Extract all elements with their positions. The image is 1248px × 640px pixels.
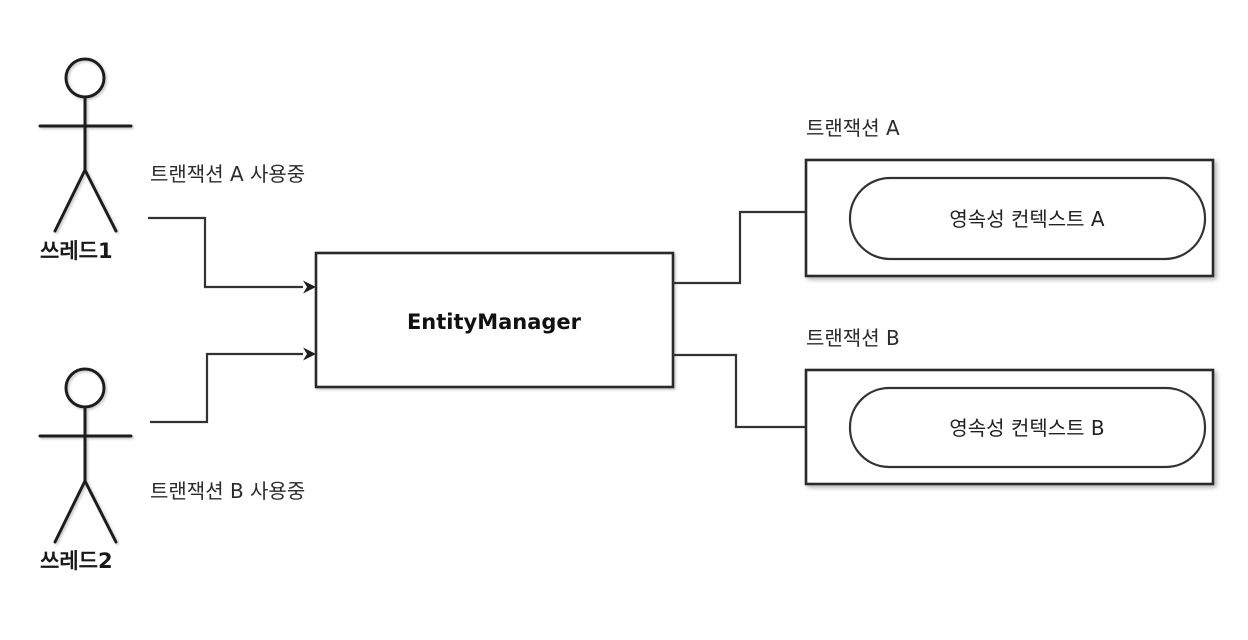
transaction-a-caption: 트랜잭션 A bbox=[806, 116, 900, 140]
connector-thread2-to-entitymanager bbox=[150, 347, 316, 424]
actor-leg-right-icon bbox=[83, 168, 118, 233]
arrowhead-icon bbox=[303, 347, 316, 361]
arrowhead-icon bbox=[303, 280, 316, 294]
persistence-context-b-pill[interactable] bbox=[848, 386, 1207, 469]
actor-head-icon bbox=[64, 367, 106, 409]
actor-leg-left-icon bbox=[53, 479, 87, 544]
transaction-b-caption: 트랜잭션 B bbox=[806, 326, 900, 350]
node-entitymanager[interactable] bbox=[314, 251, 675, 389]
actor-thread1 bbox=[38, 57, 133, 233]
actor-thread1-label: 쓰레드1 bbox=[40, 239, 113, 263]
entitymanager-label: EntityManager bbox=[407, 310, 582, 334]
persistence-context-a-label: 영속성 컨텍스트 A bbox=[949, 207, 1105, 231]
edge-label-transaction-a-in-use: 트랜잭션 A 사용중 bbox=[150, 162, 305, 186]
actor-thread2 bbox=[38, 367, 133, 544]
edge-label-transaction-b-in-use: 트랜잭션 B 사용중 bbox=[150, 479, 305, 503]
actor-leg-right-icon bbox=[83, 479, 118, 544]
actor-thread2-label: 쓰레드2 bbox=[40, 549, 113, 573]
persistence-context-b-label: 영속성 컨텍스트 B bbox=[949, 416, 1104, 440]
persistence-context-a-pill[interactable] bbox=[848, 176, 1207, 261]
actor-leg-left-icon bbox=[53, 168, 87, 233]
actor-head-icon bbox=[64, 57, 106, 99]
entitymanager-box[interactable] bbox=[314, 251, 675, 389]
connector-thread1-to-entitymanager bbox=[148, 216, 316, 294]
